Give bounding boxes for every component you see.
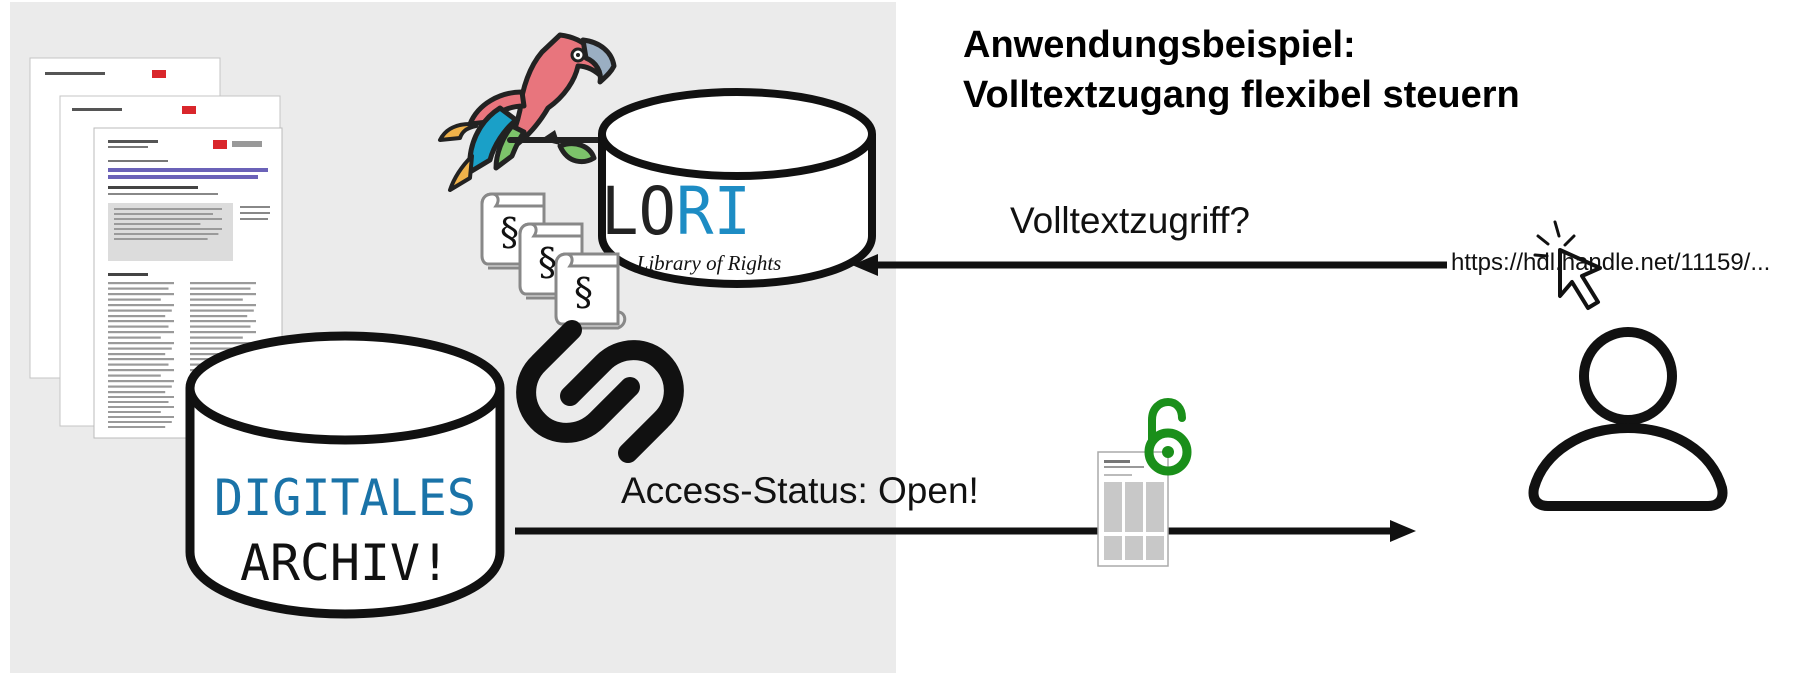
lori-database <box>598 88 876 289</box>
lori-logo-text: LORI <box>601 173 751 250</box>
archive-line2: ARCHIV! <box>240 534 450 592</box>
lori-logo-part-lo: LO <box>601 173 676 250</box>
user-icon <box>1528 327 1728 511</box>
paragraph-sign-1: § <box>500 210 519 254</box>
query-label: Volltextzugriff? <box>1010 200 1250 241</box>
slide-title-line1: Anwendungsbeispiel: <box>963 24 1356 66</box>
parrot-icon <box>438 32 617 192</box>
svg-text:LORI: LORI <box>601 173 751 250</box>
lori-subtitle: Library of Rights <box>636 251 782 275</box>
click-cursor-icon <box>1533 220 1602 310</box>
lori-logo-part-ri: RI <box>676 173 751 250</box>
status-arrow <box>515 520 1416 542</box>
document-stack-icon <box>29 57 283 439</box>
handle-url: https://hdl.handle.net/11159/... <box>1451 249 1771 276</box>
slide-title: Anwendungsbeispiel: Volltextzugang flexi… <box>963 20 1783 120</box>
lori-logo: LORI <box>601 173 751 250</box>
slide-title-line2: Volltextzugang flexibel steuern <box>963 74 1520 116</box>
paragraph-scroll-icon <box>480 192 627 330</box>
chain-link-icon <box>516 320 684 463</box>
paragraph-sign-3: § <box>574 270 593 314</box>
archive-line1: DIGITALES <box>214 469 476 527</box>
query-arrow <box>852 254 1447 276</box>
open-access-icon <box>1144 397 1192 476</box>
status-label: Access-Status: Open! <box>621 470 979 511</box>
paragraph-sign-2: § <box>538 240 557 284</box>
archive-database <box>185 331 505 619</box>
